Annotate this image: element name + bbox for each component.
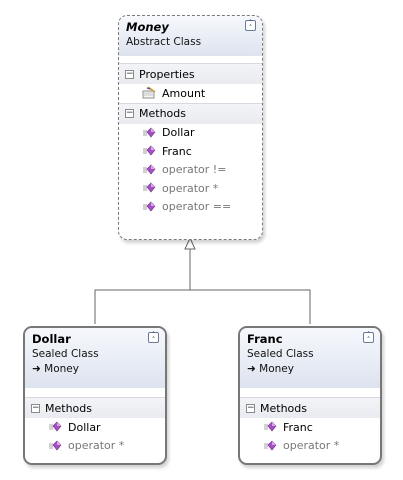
franc-class-shape[interactable]: Franc Sealed Class ➜ Money ˄˄ − Methods … <box>238 326 382 465</box>
class-kind: Sealed Class <box>247 348 314 360</box>
methods-section-header[interactable]: − Methods <box>240 397 380 418</box>
inherits-arrow-icon: ➜ <box>32 363 41 375</box>
collapse-toggle-icon[interactable]: − <box>31 402 40 413</box>
method-icon <box>49 421 62 432</box>
collapse-icon[interactable]: ˄˄ <box>148 332 159 344</box>
method-label: operator == <box>162 200 232 214</box>
method-label: Franc <box>283 420 313 434</box>
method-item[interactable]: operator * <box>240 437 380 456</box>
collapse-toggle-icon[interactable]: − <box>125 108 134 118</box>
class-name: Dollar <box>32 332 71 346</box>
method-icon <box>264 421 277 432</box>
collapse-toggle-icon[interactable]: − <box>125 68 134 79</box>
dollar-class-header: Dollar Sealed Class ➜ Money ˄˄ <box>25 328 165 388</box>
method-item[interactable]: operator * <box>25 437 165 456</box>
method-icon <box>143 164 156 175</box>
base-class-ref: ➜ Money <box>247 362 374 377</box>
class-kind: Abstract Class <box>126 36 202 48</box>
section-label: Properties <box>139 67 195 81</box>
properties-section-header[interactable]: − Properties <box>119 63 262 84</box>
class-kind: Sealed Class <box>32 348 99 360</box>
method-item[interactable]: operator != <box>119 161 262 180</box>
collapse-toggle-icon[interactable]: − <box>246 402 255 413</box>
section-label: Methods <box>260 401 307 415</box>
money-class-header: Money Abstract Class ˄˄ <box>119 16 262 56</box>
property-item[interactable]: Amount <box>119 84 262 103</box>
property-icon <box>142 86 156 99</box>
method-item[interactable]: operator == <box>119 198 262 217</box>
method-label: operator != <box>162 163 227 177</box>
section-label: Methods <box>45 401 92 415</box>
methods-section-header[interactable]: − Methods <box>119 102 262 124</box>
method-label: Dollar <box>162 126 195 140</box>
method-label: Dollar <box>68 420 101 434</box>
base-class-ref: ➜ Money <box>32 362 159 377</box>
method-icon <box>49 440 62 451</box>
property-label: Amount <box>162 86 206 100</box>
base-class-name: Money <box>259 363 294 375</box>
method-label: operator * <box>283 439 340 453</box>
class-name: Money <box>126 20 169 34</box>
method-icon <box>143 201 156 212</box>
method-item[interactable]: Franc <box>119 142 262 161</box>
section-label: Methods <box>139 107 186 120</box>
method-label: operator * <box>162 181 219 195</box>
methods-section-header[interactable]: − Methods <box>25 397 165 418</box>
method-label: Franc <box>162 144 192 158</box>
method-item[interactable]: Franc <box>240 418 380 437</box>
method-item[interactable]: Dollar <box>25 418 165 437</box>
base-class-name: Money <box>44 363 79 375</box>
method-item[interactable]: Dollar <box>119 124 262 143</box>
franc-class-header: Franc Sealed Class ➜ Money ˄˄ <box>240 328 380 388</box>
dollar-class-shape[interactable]: Dollar Sealed Class ➜ Money ˄˄ − Methods… <box>23 326 167 465</box>
money-class-shape[interactable]: Money Abstract Class ˄˄ − Properties Amo… <box>118 15 263 240</box>
inherits-arrow-icon: ➜ <box>247 363 256 375</box>
method-icon <box>143 145 156 156</box>
class-name: Franc <box>247 332 283 346</box>
method-item[interactable]: operator * <box>119 179 262 198</box>
method-label: operator * <box>68 439 125 453</box>
method-icon <box>143 127 156 138</box>
collapse-icon[interactable]: ˄˄ <box>363 332 374 344</box>
method-icon <box>264 440 277 451</box>
method-icon <box>143 182 156 193</box>
collapse-icon[interactable]: ˄˄ <box>245 20 256 32</box>
inheritance-arrowhead <box>184 236 196 250</box>
